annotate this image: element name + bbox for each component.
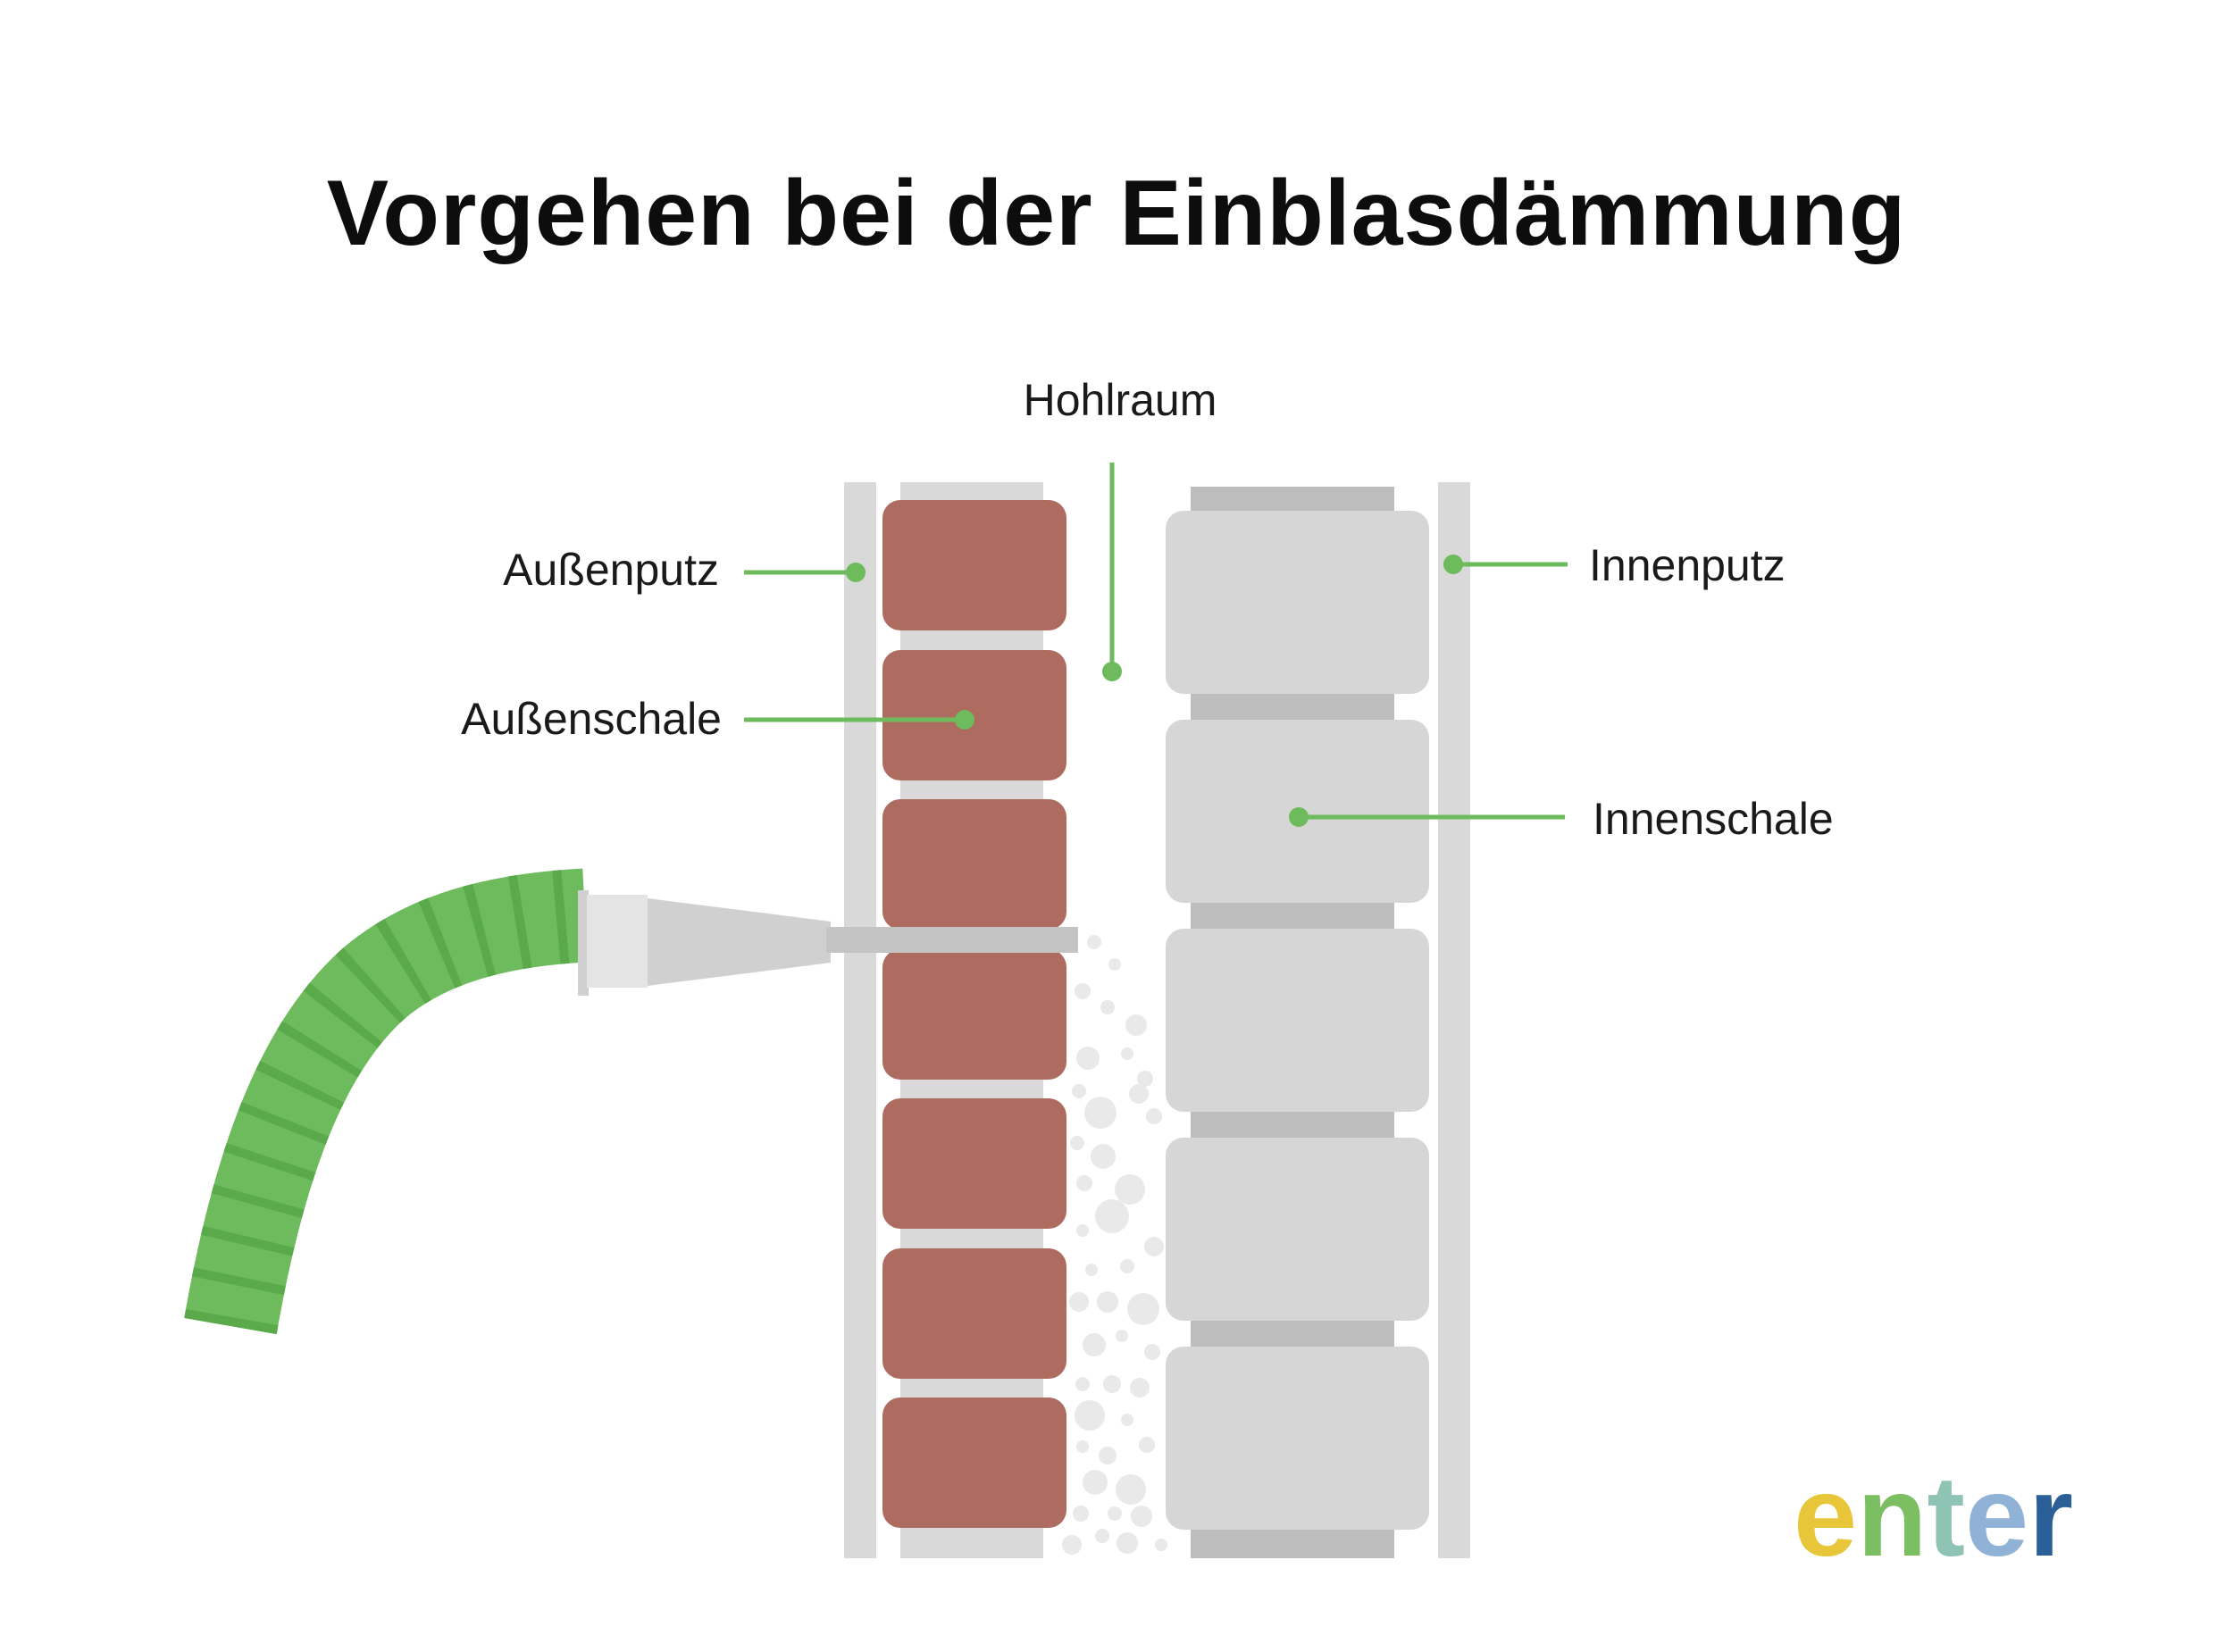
- nozzle-pipe: [826, 927, 1078, 953]
- brick: [882, 1098, 1066, 1229]
- brick: [882, 1248, 1066, 1379]
- logo-letter: t: [1927, 1453, 1965, 1581]
- logo-letter: e: [1794, 1453, 1857, 1581]
- logo-letter: e: [1965, 1453, 2028, 1581]
- brick: [882, 949, 1066, 1080]
- brick: [882, 500, 1066, 630]
- nozzle-coupling: [587, 895, 648, 988]
- blowing-nozzle-icon: [578, 890, 1078, 996]
- brick: [882, 650, 1066, 780]
- block: [1166, 929, 1429, 1112]
- leader-dot-aussenputz: [846, 563, 866, 582]
- enter-logo: enter: [1794, 1453, 2073, 1581]
- leader-dot-hohlraum: [1102, 662, 1122, 681]
- block: [1166, 1347, 1429, 1530]
- label-aussenputz: Außenputz: [503, 545, 719, 595]
- logo-letter: r: [2028, 1453, 2073, 1581]
- outer-render: [844, 482, 876, 1558]
- leader-dot-innenputz: [1443, 555, 1463, 574]
- nozzle-cone: [648, 898, 831, 986]
- insulation-granules: [1062, 935, 1167, 1555]
- label-innenputz: Innenputz: [1589, 540, 1786, 590]
- label-aussenschale: Außenschale: [461, 694, 722, 744]
- logo-letter: n: [1857, 1453, 1927, 1581]
- brick: [882, 1398, 1066, 1528]
- insulation-hose-icon: [184, 868, 589, 1334]
- leader-lines: [744, 463, 1568, 827]
- leader-dot-innenschale: [1289, 807, 1309, 827]
- outer-leaf-bricks: [882, 500, 1066, 1528]
- block: [1166, 511, 1429, 694]
- inner-leaf-blocks: [1166, 511, 1429, 1530]
- inner-render: [1438, 482, 1470, 1558]
- brick: [882, 799, 1066, 930]
- page-title: Vorgehen bei der Einblasdämmung: [326, 162, 1907, 265]
- leader-dot-aussenschale: [955, 710, 974, 730]
- block: [1166, 1138, 1429, 1321]
- label-innenschale: Innenschale: [1593, 794, 1834, 844]
- nozzle-collar: [578, 890, 589, 996]
- label-hohlraum: Hohlraum: [1024, 375, 1217, 425]
